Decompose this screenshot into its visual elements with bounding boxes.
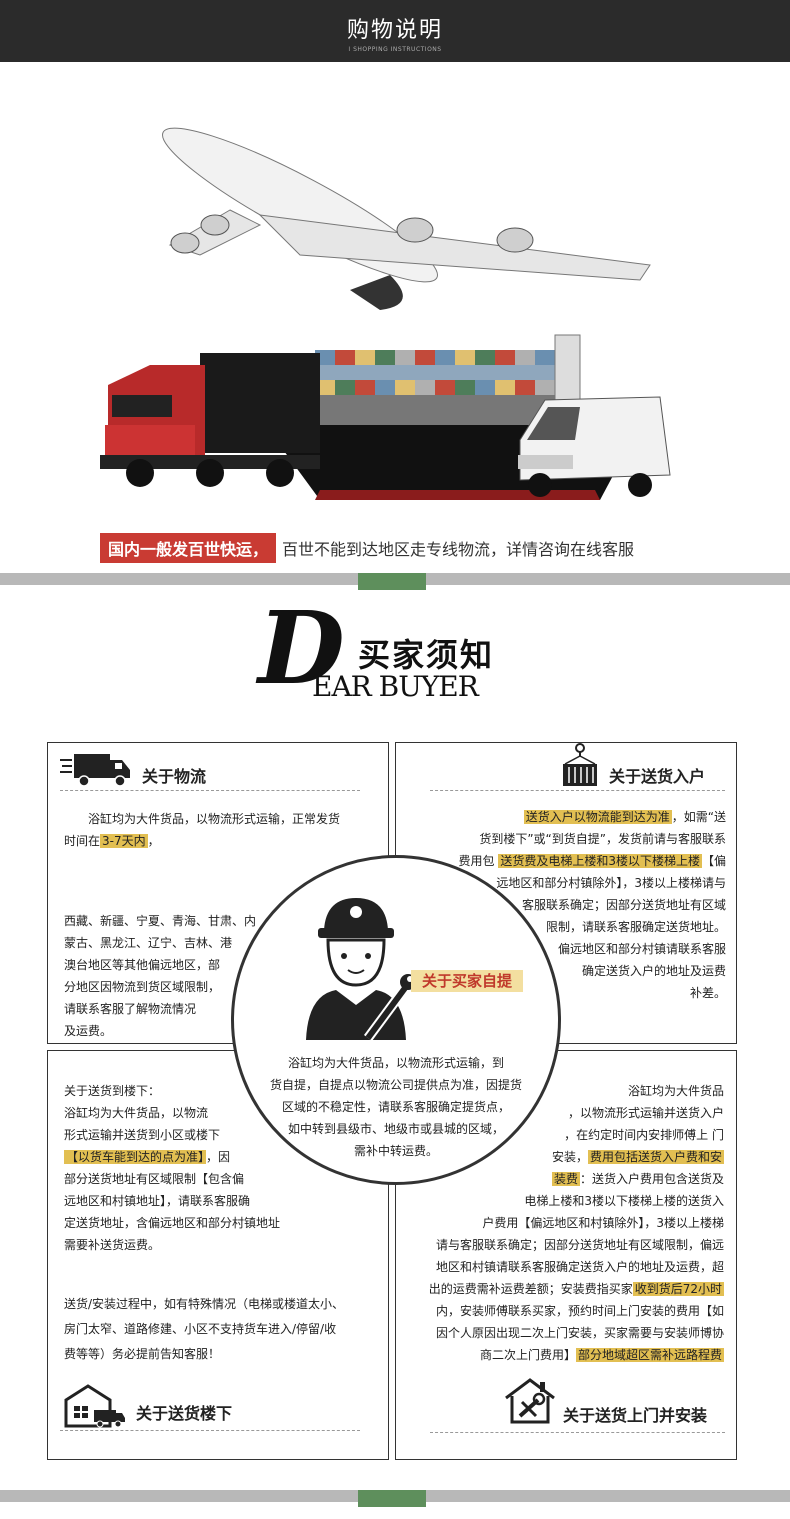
self-pickup-label: 关于买家自提 <box>411 970 523 992</box>
page-header: 购物说明 I SHOPPING INSTRUCTIONS <box>0 0 790 62</box>
page-title: 购物说明 <box>346 18 443 43</box>
banner-highlight: 国内一般发百世快运， <box>100 533 277 563</box>
van-image <box>518 396 671 497</box>
divider-tab <box>358 573 426 590</box>
page-subtitle: I SHOPPING INSTRUCTIONS <box>348 46 442 53</box>
section-divider <box>0 573 790 590</box>
dear-english: EAR BUYER <box>312 670 479 703</box>
downstairs-text: 关于送货到楼下： 浴缸均为大件货品，以物流 形式运输并送货到小区或楼下 【以货车… <box>64 1084 281 1252</box>
downstairs-divider <box>60 1430 360 1431</box>
worker-icon <box>306 898 416 1040</box>
divider-tab <box>358 1490 426 1507</box>
dear-letter: D <box>258 589 345 707</box>
install-text: 浴缸均为大件货品 ，以物流形式运输并送货入户 ，在约定时间内安排师傅上 门 安装… <box>428 1084 724 1362</box>
logistics-remote-text: 西藏、新疆、宁夏、青海、甘肃、内 蒙古、黑龙江、辽宁、吉林、港 澳台地区等其他偏… <box>64 914 257 1038</box>
house-tools-icon <box>505 1378 555 1424</box>
truck-icon <box>60 754 130 787</box>
install-highlight-4: 部分地域超区需补远路程费 <box>575 1348 724 1362</box>
downstairs-title: 关于送货楼下 <box>136 1404 233 1423</box>
install-highlight-1: 费用包括送货入户费和安 <box>587 1150 724 1164</box>
dear-title: 买家须知 <box>358 636 495 674</box>
warehouse-icon <box>64 1384 125 1428</box>
bottom-divider <box>0 1490 790 1507</box>
downstairs-highlight: 【以货车能到达的点为准】 <box>64 1150 207 1164</box>
delivery-home-title: 关于送货入户 <box>609 767 706 786</box>
ship-icon <box>265 334 640 500</box>
install-divider <box>430 1432 725 1433</box>
airplane-icon <box>162 127 651 310</box>
logistics-hero-image <box>100 127 671 500</box>
dear-buyer-heading: D 买家须知 EAR BUYER <box>258 598 558 708</box>
container-icon <box>563 743 597 786</box>
truck-image <box>100 353 320 487</box>
delivery-home-highlight-2: 送货费及电梯上楼和3楼以下楼梯上楼 <box>498 854 702 868</box>
delivery-home-text: 送货入户以物流能到达为准，如需“送 货到楼下”或“到货自提”，发货前请与客服联系… <box>458 810 726 1000</box>
install-highlight-3: 收到货后72小时 <box>632 1282 724 1296</box>
downstairs-notice: 送货/安装过程中，如有特殊情况（电梯或楼道太小、 房门太窄、道路修建、小区不支持… <box>64 1297 345 1361</box>
logistics-title: 关于物流 <box>142 767 207 786</box>
shipping-banner: 国内一般发百世快运， 百世不能到达地区走专线物流，详情咨询在线客服 <box>100 532 634 564</box>
self-pickup-text: 浴缸均为大件货品，以物流形式运输，到 货自提，自提点以物流公司提供点为准，因提货… <box>269 1056 522 1158</box>
delivery-home-highlight-1: 送货入户以物流能到达为准 <box>523 810 672 824</box>
banner-text: 百世不能到达地区走专线物流，详情咨询在线客服 <box>282 540 635 559</box>
logistics-divider <box>60 790 360 791</box>
install-title: 关于送货上门并安装 <box>563 1406 708 1425</box>
delivery-home-divider <box>430 790 725 791</box>
install-highlight-2: 装费 <box>551 1172 580 1186</box>
logistics-time-highlight: 3-7天内 <box>100 834 148 848</box>
